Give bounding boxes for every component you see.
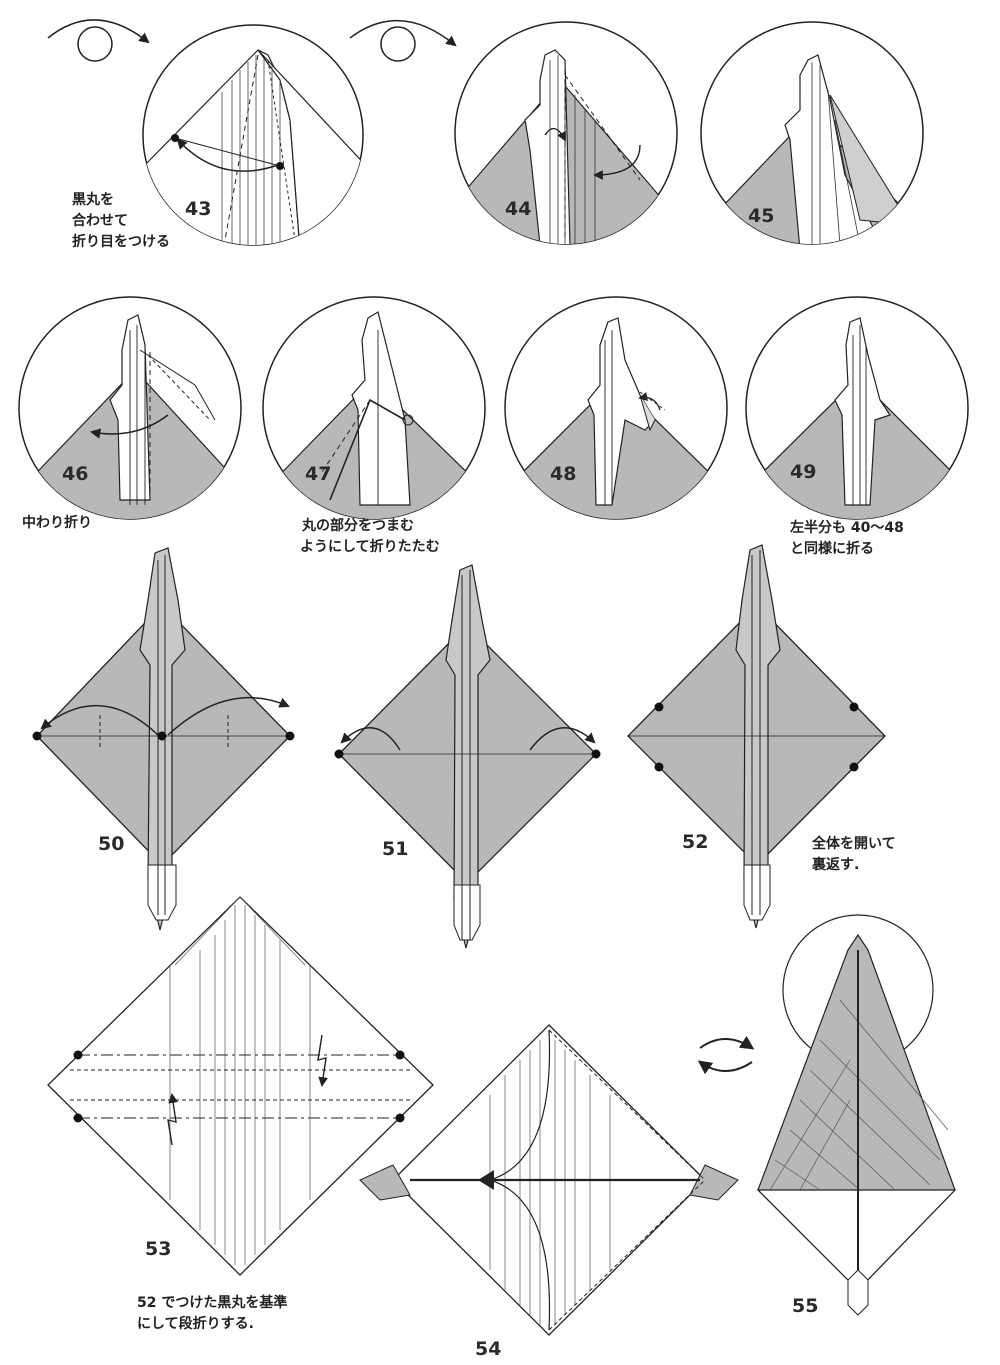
step-46: 46 中わり折り [18,296,242,531]
step-number: 48 [550,463,576,485]
step-50: 50 [32,547,295,931]
step-43: 43 黒丸を 合わせて 折り目をつける [47,19,364,250]
instruction-52: 全体を開いて 裏返す. [811,835,900,873]
step-52: 52 全体を開いて 裏返す. [627,544,900,929]
instruction-49: 左半分も 40〜48 と同様に折る [789,519,909,557]
step-number: 44 [505,198,531,220]
step-number: 46 [62,463,88,485]
step-49: 49 左半分も 40〜48 と同様に折る [745,296,969,557]
turn-over-icon [47,19,150,62]
step-51: 51 [334,564,601,949]
instruction-46: 中わり折り [22,514,92,531]
step-44: 44 [349,19,678,245]
black-dot-icon [171,134,179,142]
step-54: 54 [359,1024,739,1360]
step-number: 53 [145,1238,171,1260]
step-48: 48 [504,296,728,520]
step-number: 52 [682,831,708,853]
step-45: 45 [700,21,924,245]
step-number: 51 [382,838,408,860]
step-47: 47 丸の部分をつまむ ようにして折りたたむ [262,296,486,555]
step-53: 53 52 でつけた黒丸を基準 にして段折りする. [47,896,434,1332]
step-55: 55 [756,914,957,1317]
step-number: 49 [790,461,816,483]
instruction-47: 丸の部分をつまむ ようにして折りたたむ [300,517,440,555]
black-dot-icon [276,162,284,170]
step-number: 45 [748,205,774,227]
instruction-43: 黒丸を 合わせて 折り目をつける [72,191,170,250]
instruction-53: 52 でつけた黒丸を基準 にして段折りする. [137,1294,292,1332]
step-number: 55 [792,1295,818,1317]
step-number: 54 [475,1338,501,1360]
turn-over-icon [349,19,457,62]
rotate-icon [697,1035,755,1075]
step-number: 50 [98,833,124,855]
step-number: 47 [305,463,331,485]
step-number: 43 [185,198,211,220]
